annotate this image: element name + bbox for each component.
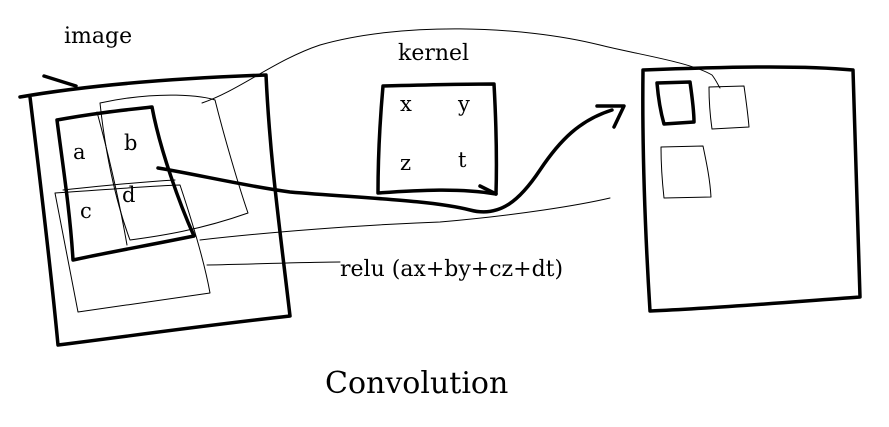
main-arrow [156,108,614,214]
connector-image-to-kernel [201,28,721,104]
kernel-frame [376,82,499,196]
input-image-frame [18,73,292,347]
output-map [641,65,862,313]
main-arrowhead [595,104,626,129]
caption-convolution: Convolution [325,366,508,401]
kernel-cell-x: x [400,92,412,116]
image-cell-b: b [124,131,137,155]
image-cell-a: a [73,140,86,164]
image-cell-c: c [80,199,92,223]
connector-kernel-lower [199,197,611,241]
input-image-window-grid-h [62,179,176,191]
input-image-window [55,105,196,262]
output-cell-current [655,80,696,126]
kernel-cell-y: y [457,92,470,116]
connector-formula [206,261,341,266]
input-image: a b c d [18,73,292,347]
kernel-cell-z: z [400,151,411,175]
input-image-corner-stroke [42,74,78,88]
label-kernel: kernel [398,41,469,66]
label-image: image [64,24,132,49]
kernel-corner-tick [478,184,498,196]
output-cell-next [708,85,750,130]
kernel-cell-t: t [458,148,467,172]
input-image-window-grid-v [96,111,128,246]
image-cell-d: d [122,183,135,207]
output-map-frame [641,65,862,313]
kernel: x y z t [376,82,499,196]
output-cell-below [660,145,712,199]
input-image-next-window [99,94,249,241]
label-formula: relu (ax+by+cz+dt) [340,257,563,282]
input-image-down-window [54,184,211,313]
